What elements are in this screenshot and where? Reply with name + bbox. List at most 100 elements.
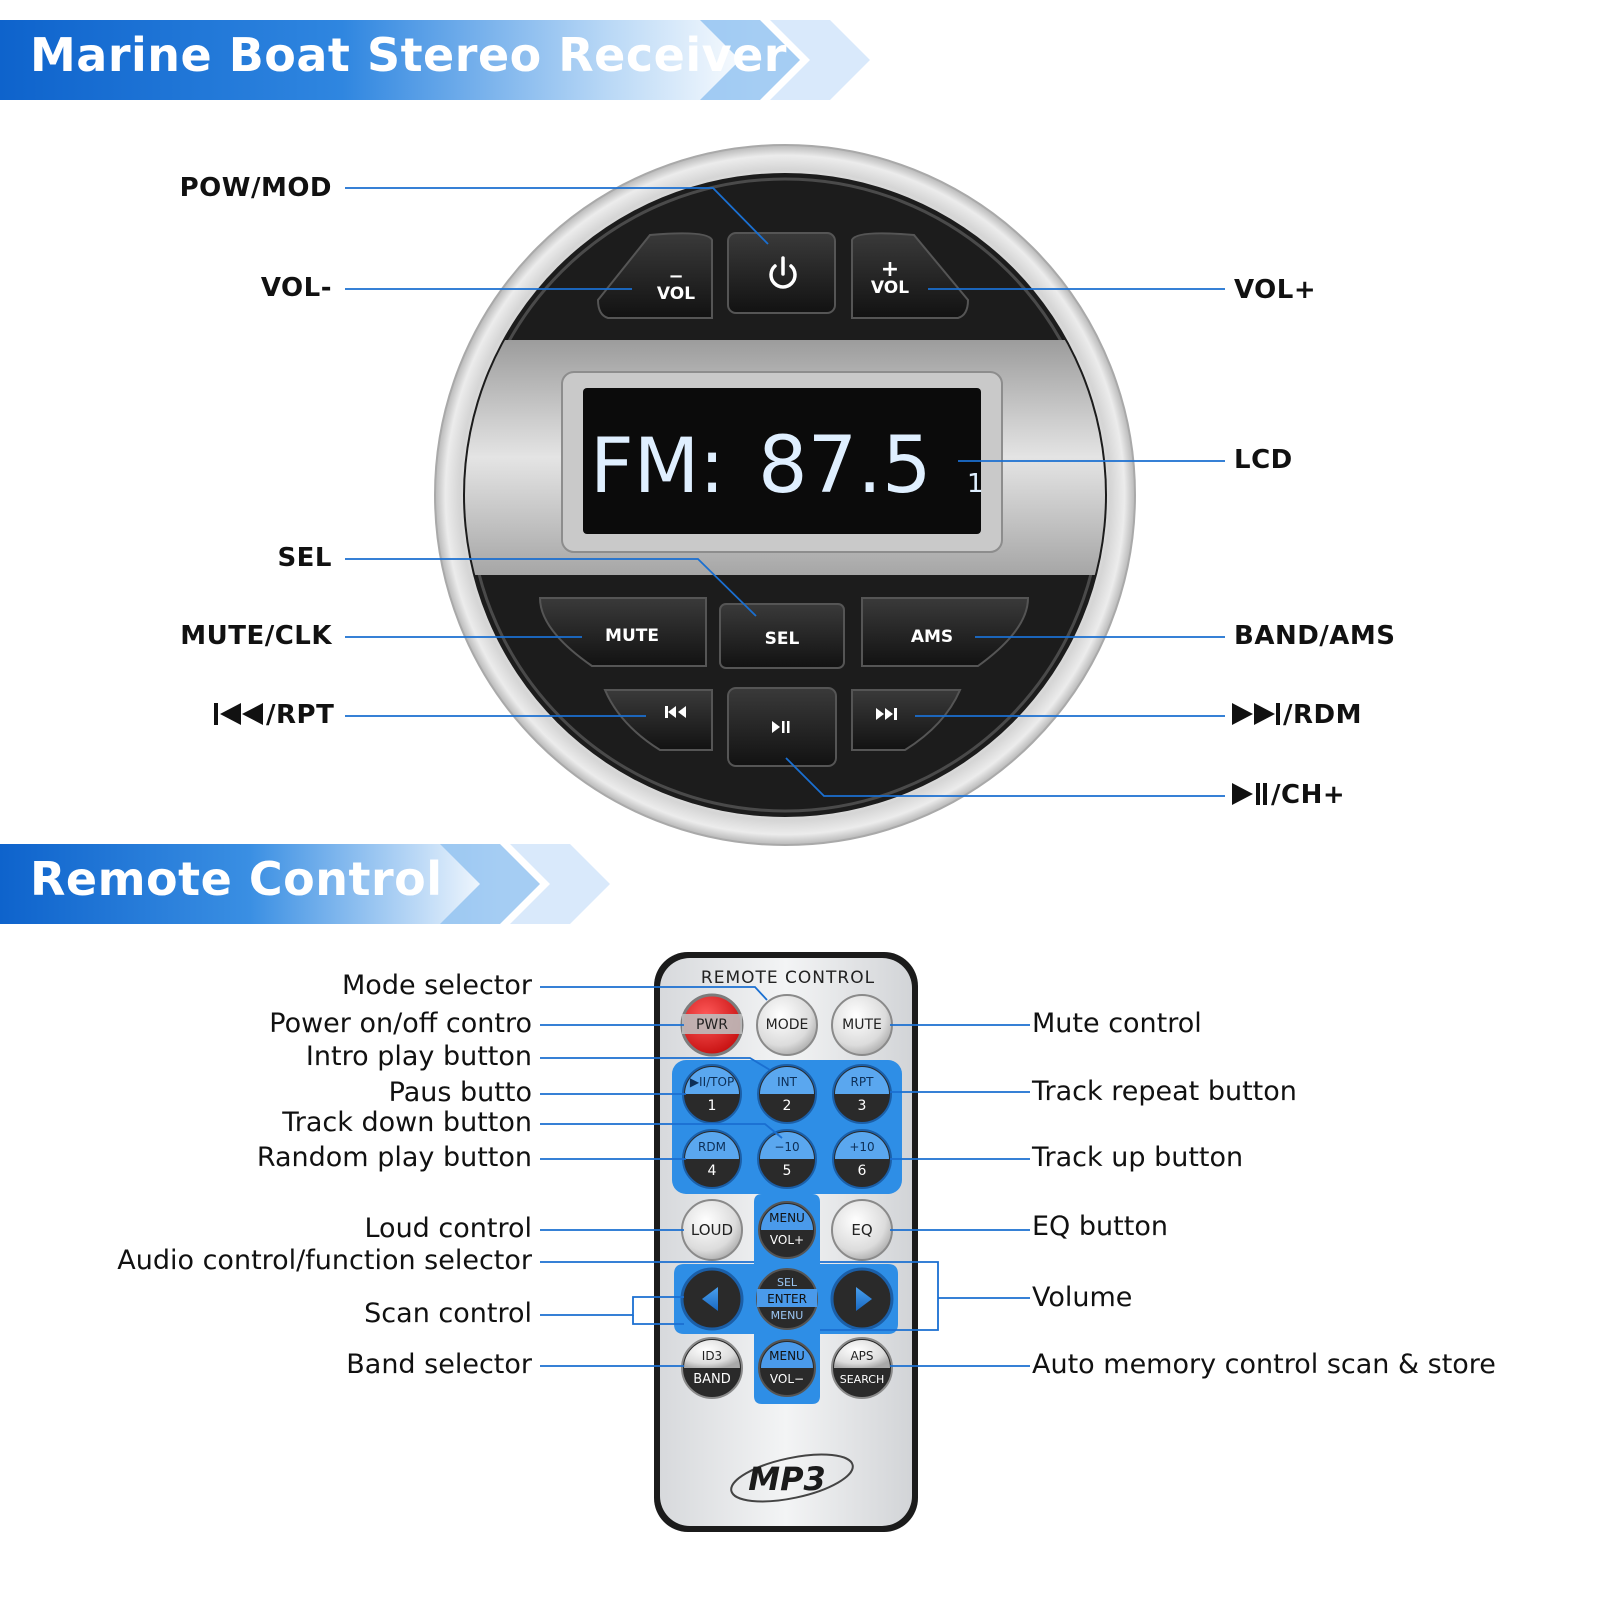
remote-key-5[interactable]: −105 (757, 1129, 817, 1189)
remote-key-4[interactable]: RDM 4 (682, 1129, 742, 1189)
remote-key-2-number: 2 (783, 1098, 792, 1114)
sel-button[interactable]: SEL (719, 603, 845, 669)
callout-eq: EQ button (1032, 1211, 1168, 1242)
remote-leader-lines (540, 986, 1030, 1367)
remote-pwr-button[interactable]: PWR (680, 993, 744, 1057)
remote-mute-button[interactable]: MUTE (831, 994, 893, 1056)
callout-play-pause-icon (1232, 783, 1267, 805)
callout-band-ams: BAND/AMS (1234, 621, 1396, 651)
callout-audio-control: Audio control/function selector (117, 1245, 532, 1276)
callout-power: Power on/off contro (269, 1008, 532, 1039)
remote-key-3-top-label: RPT (851, 1075, 875, 1089)
vol-minus-label: VOL (657, 284, 695, 304)
banner-background (0, 20, 870, 100)
callout-play-ch: /CH+ (1271, 780, 1346, 810)
remote-menu-vol-down-button[interactable]: MENU VOL− (758, 1339, 816, 1397)
callout-scan: Scan control (364, 1298, 532, 1329)
callout-next-rdm: /RDM (1283, 700, 1362, 730)
callout-prev-rpt: /RPT (266, 700, 335, 730)
vol-plus-label: VOL (871, 278, 909, 298)
callout-track-up: Track up button (1032, 1142, 1244, 1173)
callout-volume: Volume (1032, 1282, 1133, 1313)
remote-mode-button[interactable]: MODE (756, 994, 818, 1056)
remote-key-5-number: 5 (783, 1163, 792, 1179)
remote-section-title: Remote Control (30, 852, 443, 906)
mute-button-label: MUTE (605, 626, 659, 646)
vol-minus-sign: − (668, 266, 683, 287)
callout-sel: SEL (277, 543, 332, 573)
callout-pow-mod: POW/MOD (179, 173, 332, 203)
lcd-screen (583, 388, 981, 534)
callout-lcd: LCD (1234, 445, 1293, 475)
remote-key-4-top-label: RDM (698, 1140, 726, 1154)
center-bottom-label: MENU (771, 1309, 804, 1322)
power-icon (769, 256, 797, 289)
vol-plus-sign: + (881, 257, 899, 282)
callout-auto-memory: Auto memory control scan & store (1032, 1349, 1496, 1380)
lcd-preset-text: 1 (967, 469, 984, 499)
mp3-logo-text: MP3 (748, 1460, 826, 1498)
next-track-icon (876, 708, 897, 720)
banner-background (0, 844, 610, 924)
callout-random-play: Random play button (256, 1142, 532, 1173)
ams-button[interactable]: AMS (861, 597, 1030, 667)
remote-key-1-top-label: ▶II/TOP (690, 1075, 734, 1089)
remote-key-2[interactable]: INT 2 (757, 1064, 817, 1124)
center-top-label: SEL (777, 1276, 798, 1289)
play-pause-button[interactable] (727, 687, 837, 767)
menu-up-top-label: MENU (769, 1211, 805, 1225)
menu-down-top-label: MENU (769, 1349, 805, 1363)
next-track-button[interactable] (851, 689, 962, 751)
callout-pause: Paus butto (388, 1077, 532, 1108)
lcd-frequency-text: 87.5 (758, 421, 932, 511)
callout-band-selector: Band selector (346, 1349, 532, 1380)
prev-track-button[interactable] (603, 689, 713, 751)
remote-loud-button[interactable]: LOUD (681, 1199, 743, 1261)
aps-label: APS (850, 1349, 873, 1363)
callout-intro-play: Intro play button (305, 1041, 532, 1072)
vol-minus-button[interactable]: − VOL (596, 232, 713, 319)
eq-label: EQ (851, 1221, 872, 1239)
remote-aps-search-button[interactable]: APS SEARCH (831, 1337, 893, 1399)
remote-center-button[interactable]: SEL ENTER MENU (756, 1268, 818, 1330)
remote-section-banner: Remote Control (0, 844, 640, 924)
callout-track-down: Track down button (282, 1107, 532, 1138)
remote-menu-vol-up-button[interactable]: MENU VOL+ (758, 1201, 816, 1259)
sel-button-label: SEL (765, 629, 800, 649)
callout-prev-icon (214, 703, 263, 725)
band-label: BAND (693, 1372, 731, 1387)
remote-key-2-top-label: INT (777, 1075, 798, 1089)
remote-right-button[interactable] (830, 1267, 894, 1331)
remote-key-3[interactable]: RPT 3 (832, 1064, 892, 1124)
remote-key-1[interactable]: ▶II/TOP 1 (682, 1064, 742, 1124)
callout-track-repeat: Track repeat button (1032, 1076, 1297, 1107)
remote-key-3-number: 3 (858, 1098, 867, 1114)
remote-id3-band-button[interactable]: ID3 BAND (681, 1337, 743, 1399)
callout-mode-selector: Mode selector (342, 970, 532, 1001)
callout-vol-minus: VOL- (260, 273, 332, 303)
callout-mute-clk: MUTE/CLK (180, 621, 332, 651)
remote-key-6[interactable]: +106 (832, 1129, 892, 1189)
mute-button[interactable]: MUTE (538, 597, 707, 667)
remote-header: REMOTE CONTROL (701, 968, 875, 988)
ams-button-label: AMS (911, 627, 953, 647)
menu-down-bottom-label: VOL− (770, 1372, 804, 1386)
play-pause-icon (772, 721, 790, 733)
id3-label: ID3 (702, 1349, 722, 1363)
receiver-section-title: Marine Boat Stereo Receiver (30, 28, 787, 82)
lcd-band-text: FM: (590, 421, 725, 510)
power-button[interactable] (727, 232, 836, 314)
remote-eq-button[interactable]: EQ (831, 1199, 893, 1261)
callout-loud: Loud control (364, 1213, 532, 1244)
remote-left-button[interactable] (680, 1267, 744, 1331)
vol-plus-button[interactable]: + VOL (851, 232, 970, 319)
callout-mute-control: Mute control (1032, 1008, 1202, 1039)
callout-vol-plus: VOL+ (1234, 275, 1317, 305)
remote-key-4-number: 4 (708, 1163, 717, 1179)
mode-label: MODE (766, 1017, 809, 1033)
remote-mute-label: MUTE (842, 1017, 882, 1033)
search-label: SEARCH (840, 1373, 885, 1386)
remote-key-1-number: 1 (708, 1098, 717, 1114)
